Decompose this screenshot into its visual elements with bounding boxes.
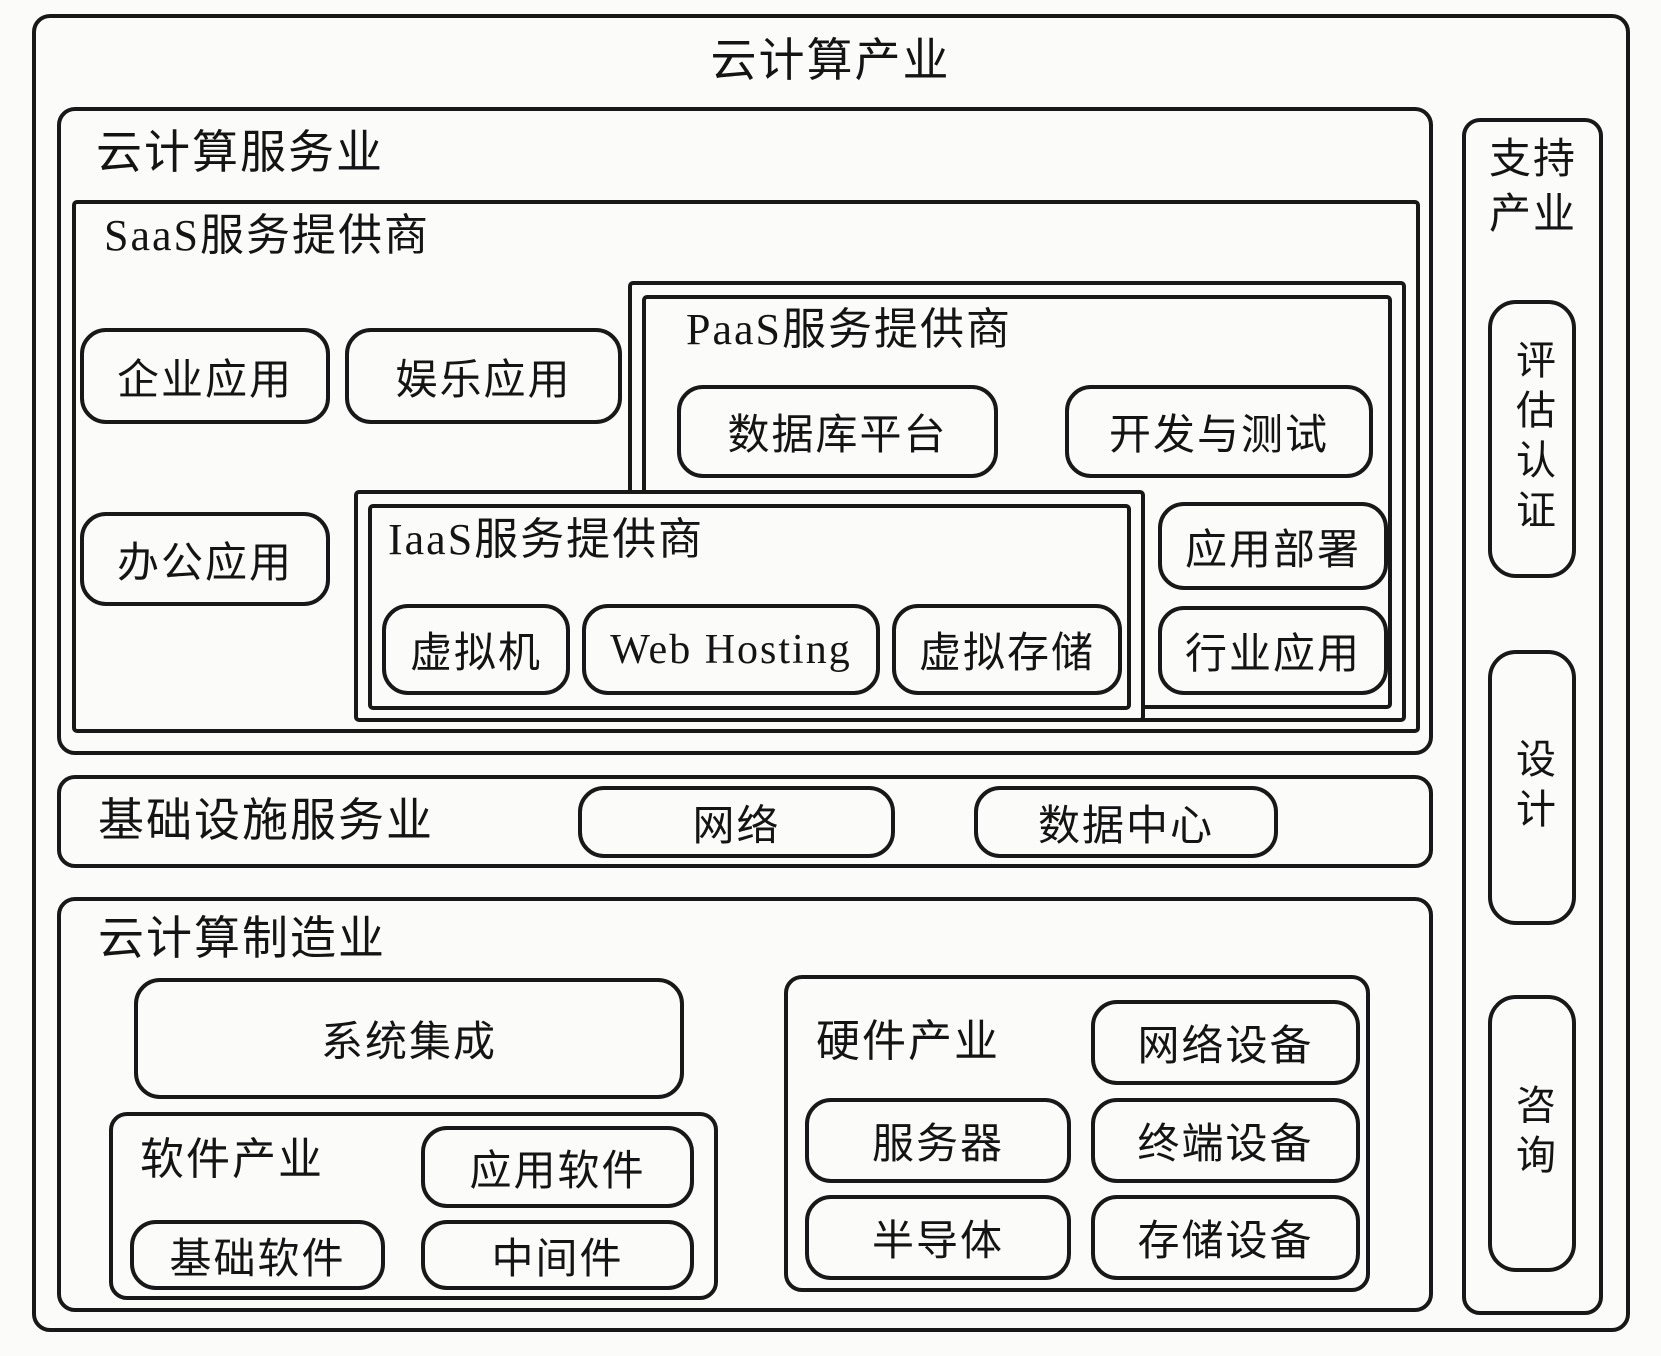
software-label: 软件产业 <box>140 1135 324 1184</box>
diagram-title: 云计算产业 <box>710 35 951 86</box>
support-item-evaluation-certification: 评估认证 <box>1488 300 1576 578</box>
support-item-consulting: 咨询 <box>1488 995 1576 1272</box>
service-section-label: 云计算服务业 <box>96 127 384 178</box>
software-item-middleware: 中间件 <box>421 1220 694 1290</box>
iaas-item-virtual-machine: 虚拟机 <box>382 604 570 695</box>
iaas-item-web-hosting: Web Hosting <box>582 604 880 695</box>
iaas-item-virtual-storage: 虚拟存储 <box>892 604 1122 695</box>
manufacturing-label: 云计算制造业 <box>98 913 386 964</box>
iaas-label: IaaS服务提供商 <box>388 515 705 564</box>
hardware-item-storage-equipment: 存储设备 <box>1091 1195 1360 1280</box>
software-item-basic-software: 基础软件 <box>130 1220 385 1290</box>
support-item-consulting-text: 咨询 <box>1510 1083 1555 1184</box>
paas-item-dev-test: 开发与测试 <box>1065 385 1373 478</box>
paas-item-app-deployment: 应用部署 <box>1158 502 1388 590</box>
support-label: 支持产业 <box>1488 137 1577 238</box>
saas-label: SaaS服务提供商 <box>104 211 430 260</box>
hardware-item-semiconductor: 半导体 <box>805 1195 1071 1280</box>
hardware-item-terminal-equipment: 终端设备 <box>1091 1098 1360 1183</box>
saas-item-office-apps: 办公应用 <box>80 512 330 606</box>
hardware-label: 硬件产业 <box>816 1017 1000 1066</box>
hardware-item-network-equipment: 网络设备 <box>1091 1000 1360 1085</box>
paas-item-industry-apps: 行业应用 <box>1158 606 1388 695</box>
hardware-item-server: 服务器 <box>805 1098 1071 1183</box>
support-item-evaluation-certification-text: 评估认证 <box>1510 339 1555 539</box>
support-item-design: 设计 <box>1488 650 1576 925</box>
paas-label: PaaS服务提供商 <box>686 305 1012 354</box>
infrastructure-item-network: 网络 <box>578 786 895 858</box>
software-item-application-software: 应用软件 <box>421 1126 694 1208</box>
infrastructure-label: 基础设施服务业 <box>98 795 434 846</box>
saas-item-enterprise-apps: 企业应用 <box>80 328 330 424</box>
support-item-design-text: 设计 <box>1510 737 1555 838</box>
saas-item-entertainment-apps: 娱乐应用 <box>345 328 622 424</box>
manufacturing-item-system-integration: 系统集成 <box>134 978 684 1099</box>
infrastructure-item-data-center: 数据中心 <box>974 786 1278 858</box>
paas-item-database-platform: 数据库平台 <box>677 385 998 478</box>
